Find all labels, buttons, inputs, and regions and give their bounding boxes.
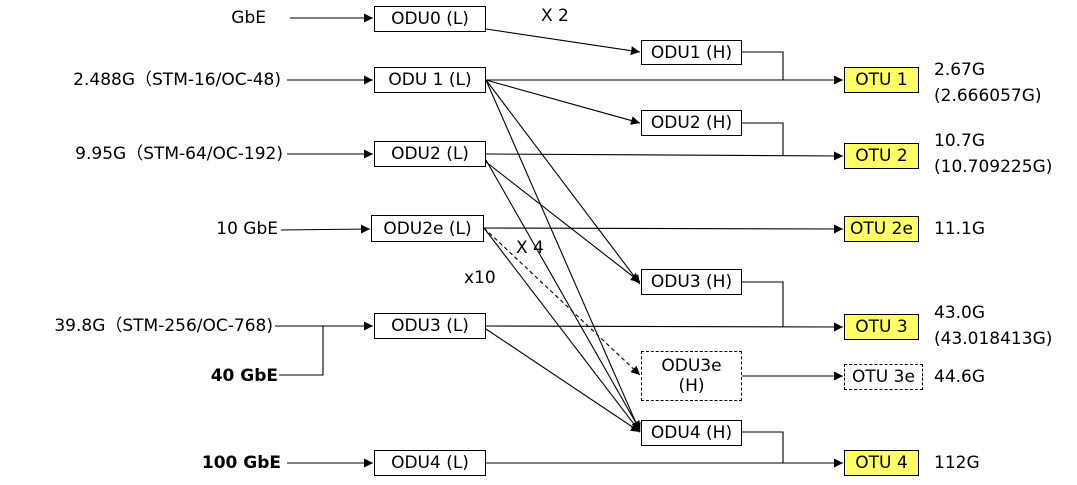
arrow-odu2e-odu3eh	[483, 227, 641, 376]
arrow-odu0-odu1h	[485, 28, 641, 56]
odu0-low-box: ODU0 (L)	[374, 6, 486, 32]
odu3-high-box: ODU3 (H)	[641, 269, 742, 295]
otu3-rate: 43.0G	[934, 303, 986, 323]
arrow-odu1-odu2h	[485, 79, 641, 125]
otu1-rate-exact: (2.666057G)	[934, 86, 1042, 106]
arrow-odu2-otu2	[485, 151, 844, 161]
arrow-odu3-otu3	[485, 322, 844, 332]
otu3e-box: OTU 3e	[844, 364, 923, 390]
otu3e-rate: 44.6G	[934, 367, 986, 387]
multiplex-x10-label: x10	[464, 268, 496, 288]
odu2e-low-box: ODU2e (L)	[371, 215, 484, 242]
otu3-rate-exact: (43.018413G)	[934, 329, 1053, 349]
odu2-high-box: ODU2 (H)	[641, 110, 742, 136]
arrow-odu2-odu3h	[485, 161, 641, 283]
otu2-rate: 10.7G	[934, 131, 986, 151]
otu2-rate-exact: (10.709225G)	[934, 157, 1053, 177]
input-10gbe: 10 GbE	[216, 219, 278, 239]
multiplex-x4-label: X 4	[516, 238, 544, 258]
input-stm64: 9.95G（STM-64/OC-192)	[75, 144, 283, 164]
otu2-box: OTU 2	[844, 143, 919, 169]
line-40gbe-odu3	[279, 326, 324, 376]
otu1-rate: 2.67G	[934, 60, 986, 80]
otu3-box: OTU 3	[844, 314, 919, 340]
bracket-odu2h-otu2	[742, 122, 784, 155]
arrow-odu2e-odu4h	[483, 227, 641, 433]
odu3e-high-line1: ODU3e	[661, 356, 722, 376]
odu2-low-box: ODU2 (L)	[374, 141, 486, 167]
arrow-odu1-odu3h	[485, 79, 641, 285]
input-100gbe: 100 GbE	[201, 453, 281, 473]
otu4-box: OTU 4	[844, 450, 919, 476]
odu4-high-box: ODU4 (H)	[641, 420, 742, 446]
odu3-low-box: ODU3 (L)	[374, 313, 486, 339]
input-gbe: GbE	[231, 8, 266, 28]
arrow-odu1-odu4h	[485, 79, 641, 433]
odu3e-high-line2: (H)	[678, 376, 705, 396]
arrow-odu2e-otu2e	[483, 224, 844, 234]
input-stm256: 39.8G（STM-256/OC-768)	[54, 316, 273, 336]
arrow-10gbe-odu2e	[280, 224, 371, 234]
multiplex-x2-label: X 2	[541, 6, 569, 26]
arrow-odu3-odu4h	[485, 328, 641, 433]
arrow-odu2-odu4h	[485, 159, 641, 431]
bracket-odu1h-otu1	[742, 51, 784, 80]
bracket-odu4h-otu4	[742, 431, 784, 463]
odu1-high-box: ODU1 (H)	[641, 40, 742, 65]
bracket-odu3h-otu3	[742, 281, 784, 327]
input-stm16: 2.488G（STM-16/OC-48)	[73, 70, 281, 90]
otu2e-box: OTU 2e	[844, 216, 919, 242]
odu4-low-box: ODU4 (L)	[374, 450, 486, 476]
otu2e-rate: 11.1G	[934, 219, 986, 239]
odu3e-high-box: ODU3e (H)	[641, 351, 742, 401]
otu1-box: OTU 1	[844, 67, 919, 93]
odu1-low-box: ODU 1 (L)	[374, 67, 486, 93]
otu4-rate: 112G	[934, 453, 980, 473]
input-40gbe: 40 GbE	[210, 366, 278, 386]
